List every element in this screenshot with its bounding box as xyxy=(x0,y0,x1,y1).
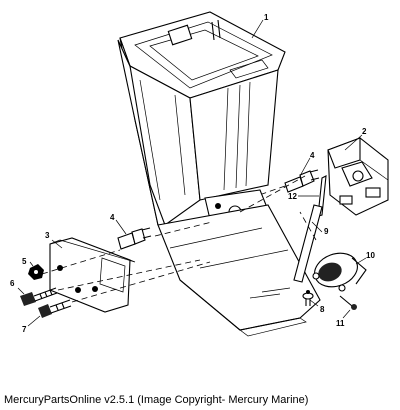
fitting-4-lower xyxy=(117,227,152,250)
screw-7 xyxy=(38,299,72,318)
callout-2: 2 xyxy=(362,127,367,136)
callout-4-upper: 4 xyxy=(310,151,315,160)
hose-9 xyxy=(293,204,323,283)
screw-11 xyxy=(339,295,357,310)
rod-12 xyxy=(317,175,327,217)
callout-8: 8 xyxy=(320,305,325,314)
callout-6: 6 xyxy=(10,279,15,288)
mount-bracket xyxy=(327,137,389,216)
callout-5: 5 xyxy=(22,257,27,266)
callout-1: 1 xyxy=(264,13,269,22)
fitting-4-upper xyxy=(284,169,320,193)
callout-9: 9 xyxy=(324,227,329,236)
exploded-parts-diagram: 1 2 3 4 4 5 6 7 8 9 10 11 12 xyxy=(10,11,389,337)
assembly-lines xyxy=(41,175,317,303)
callout-7: 7 xyxy=(22,325,27,334)
callout-12: 12 xyxy=(288,192,297,201)
callout-4-lower: 4 xyxy=(110,213,115,222)
sensor-10 xyxy=(312,252,367,292)
leader-lines xyxy=(17,19,367,327)
driveshaft-housing xyxy=(117,11,321,337)
callout-numbers: 1 2 3 4 4 5 6 7 8 9 10 11 12 xyxy=(10,13,375,334)
fitting-8 xyxy=(302,290,314,306)
screw-6 xyxy=(20,287,58,306)
copyright-caption: MercuryPartsOnline v2.5.1 (Image Copyrig… xyxy=(4,394,309,406)
nut-5 xyxy=(28,264,44,280)
callout-11: 11 xyxy=(336,319,345,328)
callout-10: 10 xyxy=(366,251,375,260)
callout-3: 3 xyxy=(45,231,50,240)
mount-plate xyxy=(49,237,136,313)
